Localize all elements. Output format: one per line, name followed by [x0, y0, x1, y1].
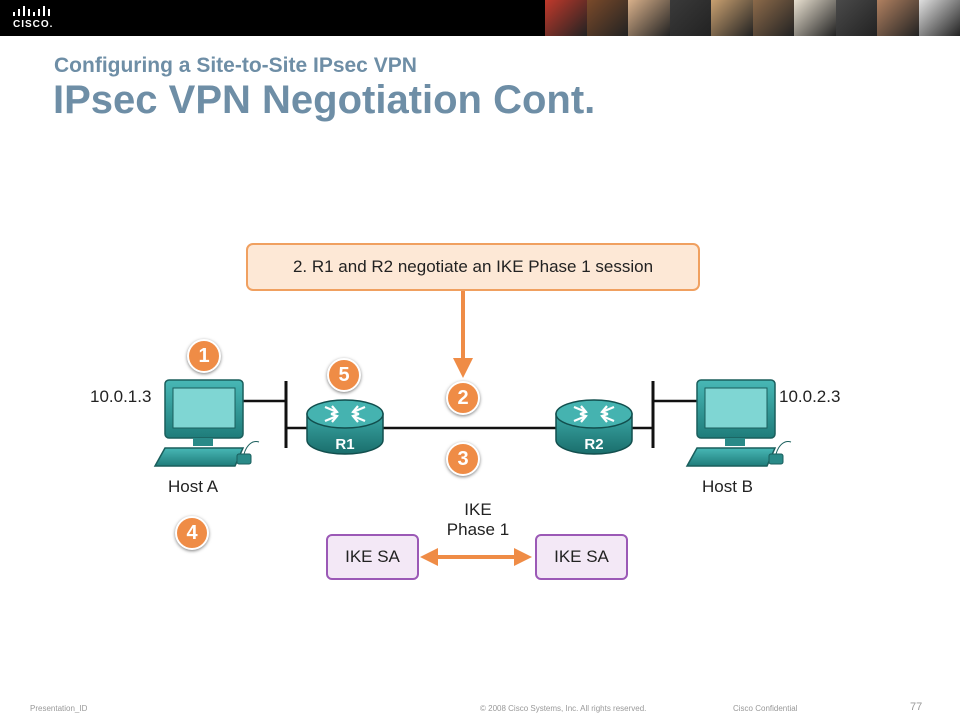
header-photo — [918, 0, 960, 36]
slide-subtitle: Configuring a Site-to-Site IPsec VPN — [54, 54, 417, 77]
host-b-label: Host B — [702, 477, 754, 496]
router-r2-icon: R2 — [555, 399, 633, 455]
header-photo — [545, 0, 587, 36]
step-badge-2: 2 — [446, 381, 480, 415]
callout-arrow — [453, 291, 473, 378]
ike-label-line2: Phase 1 — [446, 520, 510, 539]
slide-title: IPsec VPN Negotiation Cont. — [53, 78, 596, 122]
page-number: 77 — [910, 701, 923, 713]
header-bar: CISCO. — [0, 0, 960, 36]
header-photo — [835, 0, 877, 36]
header-photo-strip — [545, 0, 960, 36]
header-photo — [877, 0, 919, 36]
header-photo — [752, 0, 794, 36]
step-badge-4: 4 — [175, 516, 209, 550]
header-photo — [669, 0, 711, 36]
step-badge-1: 1 — [187, 339, 221, 373]
ike-phase1-label: IKE Phase 1 — [418, 500, 538, 540]
footer-presentation-id: Presentation_ID — [30, 704, 88, 713]
logo-text: CISCO. — [13, 19, 54, 30]
header-photo — [586, 0, 628, 36]
footer-copyright: © 2008 Cisco Systems, Inc. All rights re… — [480, 704, 647, 713]
ike-sa-right-box: IKE SA — [535, 534, 628, 580]
header-photo — [794, 0, 836, 36]
host-a-computer-icon — [153, 379, 260, 467]
step-badge-5: 5 — [327, 358, 361, 392]
cisco-logo: CISCO. — [10, 4, 60, 32]
host-b-ip: 10.0.2.3 — [779, 387, 841, 406]
header-photo — [628, 0, 670, 36]
router-r1-icon: R1 — [306, 399, 384, 455]
host-b-computer-icon — [685, 379, 792, 467]
host-a-ip: 10.0.1.3 — [90, 387, 152, 406]
ike-sa-left-box: IKE SA — [326, 534, 419, 580]
host-a-label: Host A — [168, 477, 219, 496]
step-badge-3: 3 — [446, 442, 480, 476]
ike-phase1-callout: 2. R1 and R2 negotiate an IKE Phase 1 se… — [246, 243, 700, 291]
ike-sa-double-arrow — [420, 548, 532, 566]
network-links — [242, 381, 700, 448]
ike-label-line1: IKE — [464, 500, 492, 519]
router-r1-label: R1 — [335, 436, 354, 453]
header-photo — [711, 0, 753, 36]
router-r2-label: R2 — [584, 436, 603, 453]
footer-confidential: Cisco Confidential — [733, 704, 798, 713]
